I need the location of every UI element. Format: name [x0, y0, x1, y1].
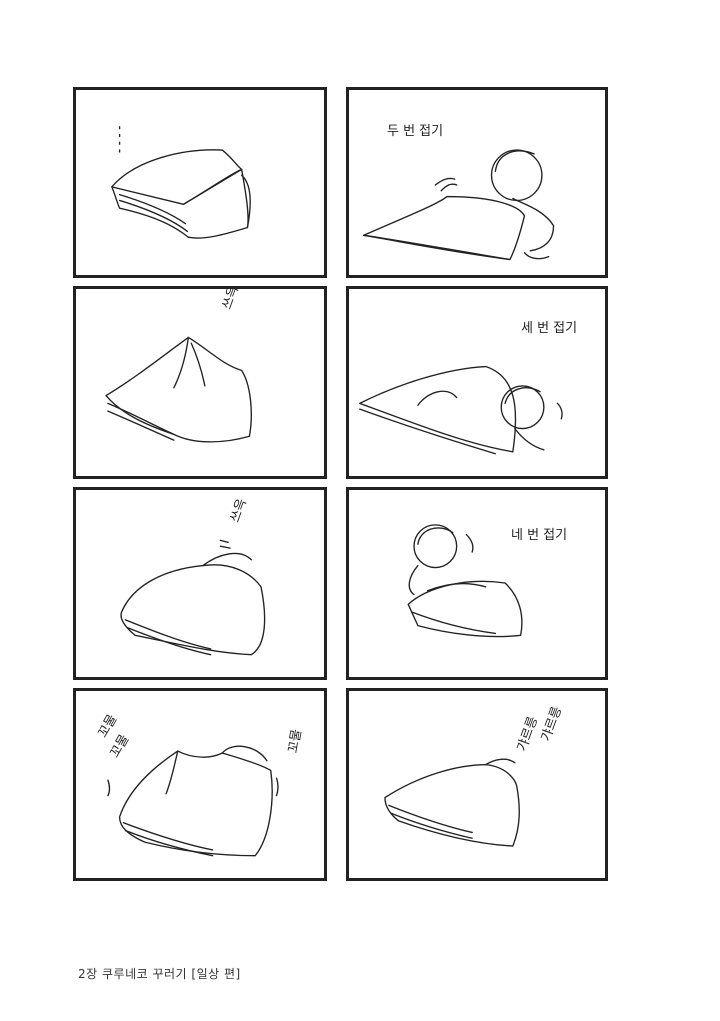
comic-panel-3: 쓰윽 — [73, 286, 327, 479]
comic-panel-7: 꼬물 꼬물 꼬물 — [73, 688, 327, 881]
folded-blanket-drawing — [111, 126, 251, 239]
comic-panel-6: 네 번 접기 — [346, 487, 608, 680]
comic-panel-4: 세 번 접기 — [346, 286, 608, 479]
comic-panel-2: 두 번 접기 — [346, 87, 608, 278]
child-folding-blanket-drawing — [359, 365, 563, 455]
purring-blanket-drawing — [384, 758, 520, 847]
page-footer: 2장 쿠루네코 꾸러기 [일상 편] — [78, 967, 241, 981]
comic-panel-1 — [73, 87, 327, 278]
blanket-peak-drawing — [105, 336, 252, 443]
blanket-lifted-drawing — [120, 539, 266, 656]
child-folding-blanket-drawing — [362, 149, 555, 261]
comic-panel-5: 쓰윽 — [73, 487, 327, 680]
panel-caption: 두 번 접기 — [387, 124, 444, 139]
comic-panel-8: 갸르릉 갸르릉 — [346, 688, 608, 881]
panel-caption: 네 번 접기 — [511, 528, 568, 543]
wiggling-blanket-drawing — [107, 745, 279, 857]
panel-caption: 세 번 접기 — [521, 321, 578, 336]
child-folding-blanket-drawing — [407, 524, 523, 638]
sound-effect: 꼬물 — [285, 728, 305, 755]
